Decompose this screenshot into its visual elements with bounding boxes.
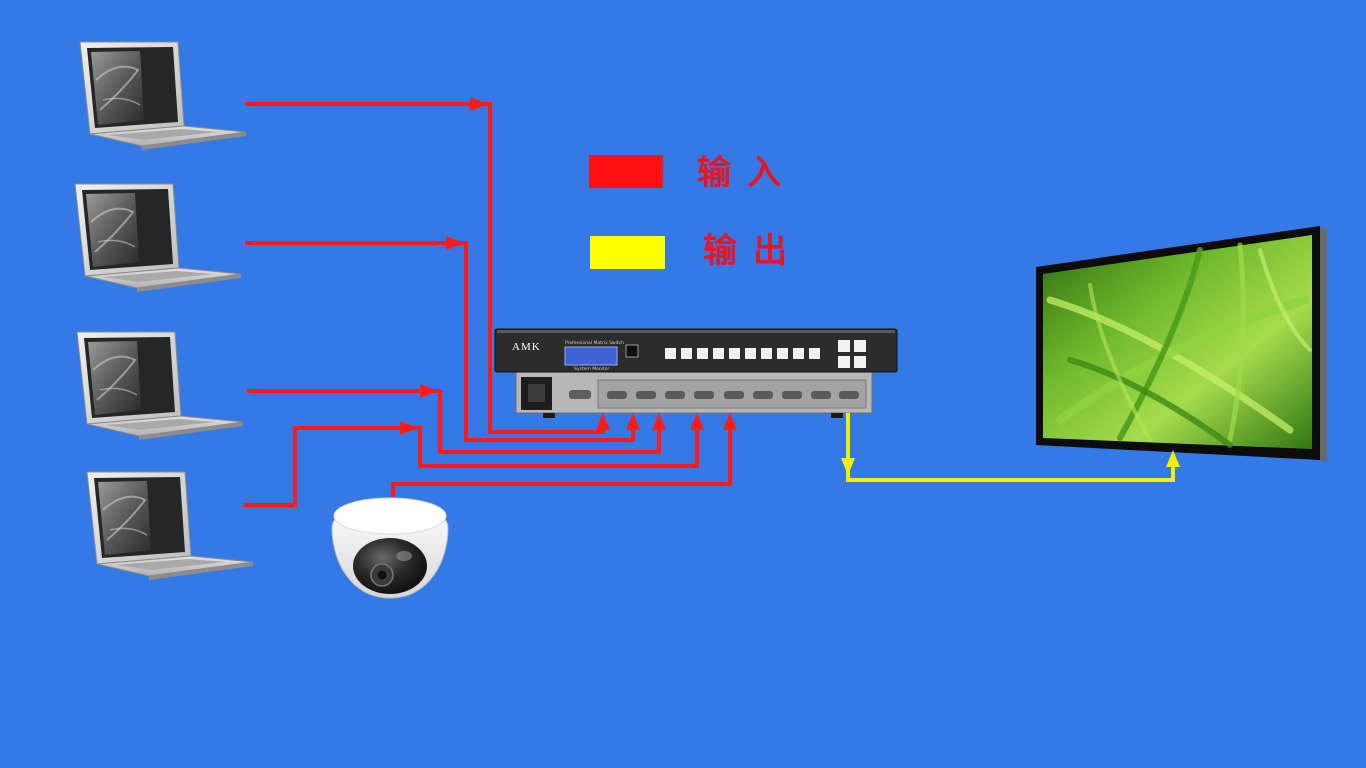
panel-button (713, 348, 724, 359)
video-port (694, 391, 714, 399)
output-line-group (841, 413, 1180, 482)
panel-button (809, 348, 820, 359)
legend-input-label: 输入 (697, 153, 797, 193)
arrow-right (470, 97, 488, 111)
brand-label: AMK (512, 341, 541, 353)
arrow-up (1166, 450, 1180, 467)
ir-window (625, 344, 639, 358)
video-port (753, 391, 773, 399)
lcd-display (564, 346, 618, 366)
video-ports (607, 391, 859, 399)
dome-camera-icon (331, 497, 449, 599)
arrow-up (690, 413, 704, 430)
button-row (665, 348, 820, 359)
rs232-port (569, 390, 591, 399)
camera-top-ring (333, 497, 447, 535)
laptop-icon (77, 332, 243, 440)
camera-sphere (353, 538, 427, 594)
display-grass (1046, 242, 1312, 448)
video-port (607, 391, 627, 399)
panel-button (665, 348, 676, 359)
control-button (838, 356, 850, 368)
legend: 输入 输出 (589, 153, 803, 271)
video-port (636, 391, 656, 399)
arrow-right (446, 236, 464, 250)
output-line (846, 413, 1175, 482)
panel-button (745, 348, 756, 359)
arrow-right (400, 421, 418, 435)
camera-lens-center (377, 570, 387, 580)
laptop-icon (80, 42, 246, 150)
input-line-2 (245, 241, 635, 442)
arrow-up (626, 413, 640, 430)
display-side-edge (1320, 226, 1327, 462)
display-icon (1036, 226, 1327, 462)
panel-button (777, 348, 788, 359)
arrow-up (723, 413, 737, 430)
input-lines (243, 102, 732, 507)
legend-input-swatch (589, 155, 663, 188)
laptop-icon (87, 472, 253, 580)
video-port (839, 391, 859, 399)
arrow-down (841, 458, 855, 475)
input-line-3 (247, 389, 661, 454)
switch-foot (831, 413, 843, 418)
panel-button (761, 348, 772, 359)
arrow-up (596, 413, 610, 430)
camera-glare (396, 551, 412, 561)
laptop-icon (75, 184, 241, 292)
device-title: Professional Matrix Switch (565, 340, 624, 346)
control-button (854, 340, 866, 352)
device-subtitle: System Monitor (574, 366, 609, 372)
switch-foot (543, 413, 555, 418)
panel-button (681, 348, 692, 359)
control-buttons (838, 340, 866, 368)
legend-output-label: 输出 (703, 231, 803, 271)
legend-output-swatch (590, 236, 665, 269)
control-button (854, 356, 866, 368)
switch-front-highlight (497, 330, 895, 333)
input-arrows (400, 97, 737, 435)
video-port (724, 391, 744, 399)
panel-button (697, 348, 708, 359)
input-line-4 (243, 424, 699, 507)
matrix-switch-icon: AMK Professional Matrix Switch System Mo… (494, 328, 898, 418)
video-port (811, 391, 831, 399)
video-port (782, 391, 802, 399)
panel-button (729, 348, 740, 359)
arrow-right (420, 384, 438, 398)
input-line-5 (391, 424, 732, 497)
arrow-up (652, 413, 666, 430)
power-socket-inner (528, 384, 545, 402)
control-button (838, 340, 850, 352)
switch-front-panel (494, 328, 898, 373)
video-port (665, 391, 685, 399)
panel-button (793, 348, 804, 359)
